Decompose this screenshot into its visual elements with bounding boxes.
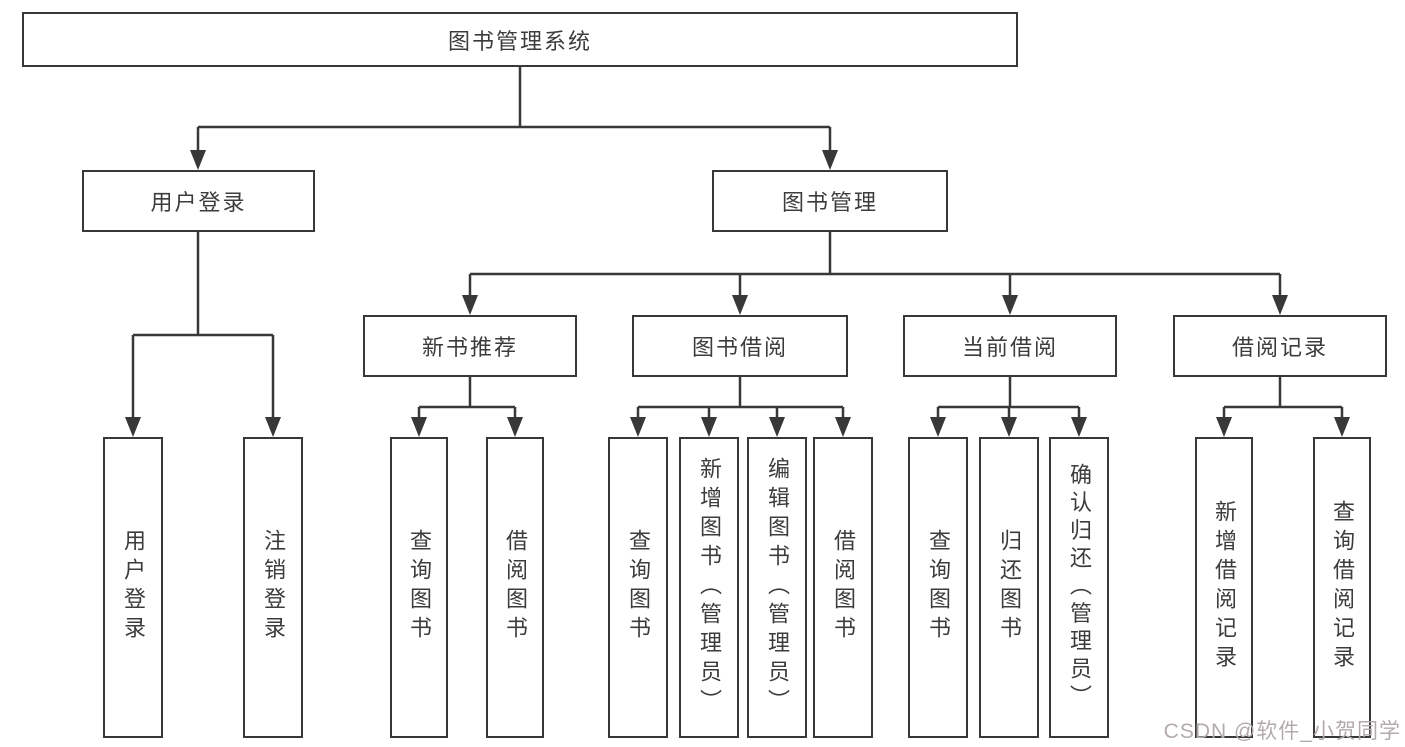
leaf-query-book-2: 查询图书 — [608, 437, 668, 738]
leaf-add-book: 新增图书（管理员） — [679, 437, 739, 738]
leaf-add-record-label: 新增借阅记录 — [1212, 500, 1237, 675]
leaf-confirm-return-label: 确认归还（管理员） — [1067, 462, 1092, 713]
leaf-add-record: 新增借阅记录 — [1195, 437, 1253, 738]
leaf-confirm-return: 确认归还（管理员） — [1049, 437, 1109, 738]
leaf-edit-book-label: 编辑图书（管理员） — [765, 456, 790, 719]
node-root: 图书管理系统 — [22, 12, 1018, 67]
node-new-book-rec-label: 新书推荐 — [421, 335, 518, 360]
node-book-mgmt: 图书管理 — [712, 170, 948, 232]
leaf-borrow-book-2: 借阅图书 — [813, 437, 873, 738]
leaf-user-login-label: 用户登录 — [121, 529, 146, 646]
leaf-query-book-3-label: 查询图书 — [926, 529, 951, 646]
leaf-query-book-2-label: 查询图书 — [626, 529, 651, 646]
node-current-borrow: 当前借阅 — [903, 315, 1117, 377]
leaf-logout-label: 注销登录 — [261, 529, 286, 646]
leaf-logout: 注销登录 — [243, 437, 303, 738]
node-current-borrow-label: 当前借阅 — [961, 335, 1058, 360]
node-borrow-record: 借阅记录 — [1173, 315, 1387, 377]
node-new-book-rec: 新书推荐 — [363, 315, 577, 377]
leaf-user-login: 用户登录 — [103, 437, 163, 738]
arrowheads — [125, 150, 1350, 437]
node-root-label: 图书管理系统 — [447, 28, 592, 54]
leaf-edit-book: 编辑图书（管理员） — [747, 437, 807, 738]
leaf-return-book-label: 归还图书 — [997, 529, 1022, 646]
leaf-query-book-1-label: 查询图书 — [407, 529, 432, 646]
leaf-borrow-book-2-label: 借阅图书 — [831, 529, 856, 646]
leaf-borrow-book-1-label: 借阅图书 — [503, 529, 528, 646]
node-user-login-label: 用户登录 — [150, 190, 247, 215]
node-user-login: 用户登录 — [82, 170, 315, 232]
leaf-borrow-book-1: 借阅图书 — [486, 437, 544, 738]
node-book-borrow: 图书借阅 — [632, 315, 848, 377]
leaf-query-book-1: 查询图书 — [390, 437, 448, 738]
leaf-return-book: 归还图书 — [979, 437, 1039, 738]
leaf-add-book-label: 新增图书（管理员） — [697, 456, 722, 719]
leaf-query-record: 查询借阅记录 — [1313, 437, 1371, 738]
leaf-query-book-3: 查询图书 — [908, 437, 968, 738]
node-book-mgmt-label: 图书管理 — [781, 190, 878, 215]
node-book-borrow-label: 图书借阅 — [691, 335, 788, 360]
leaf-query-record-label: 查询借阅记录 — [1330, 500, 1355, 675]
node-borrow-record-label: 借阅记录 — [1231, 335, 1328, 360]
